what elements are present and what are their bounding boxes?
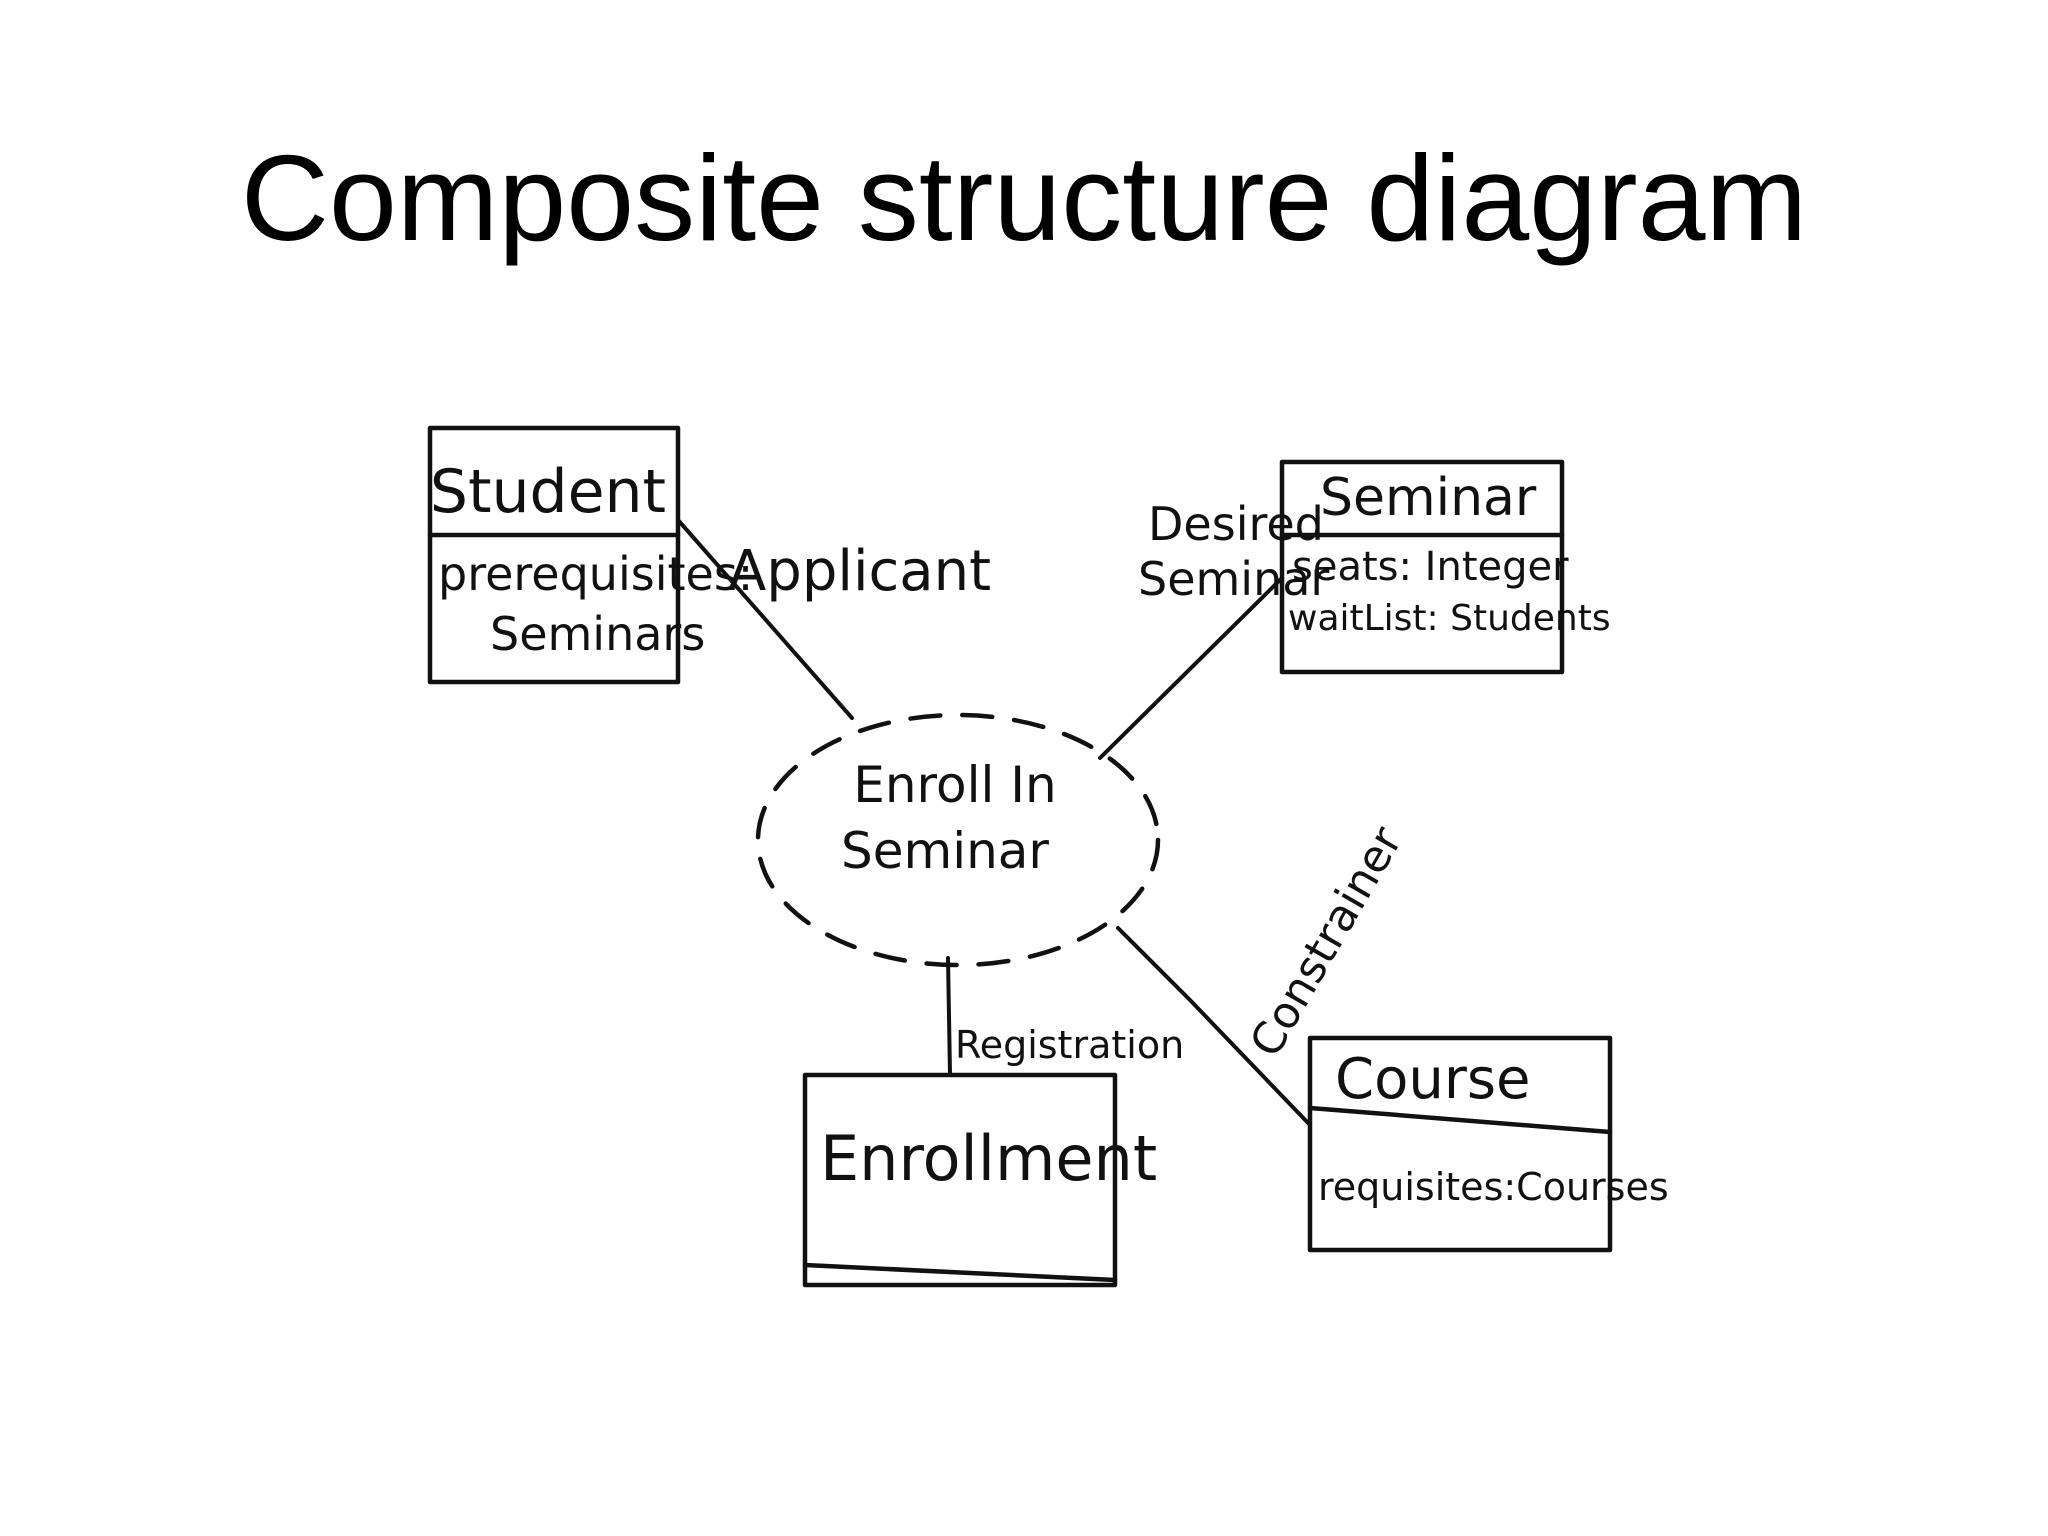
class-seminar-attr-line1: seats: Integer (1292, 544, 1569, 590)
collaboration-label-line2: Seminar (841, 822, 1049, 880)
collaboration-label-line1: Enroll In (853, 756, 1056, 814)
class-student-attr-line2: Seminars (490, 607, 705, 661)
role-label-registration: Registration (955, 1023, 1184, 1067)
class-enrollment-name: Enrollment (820, 1122, 1157, 1195)
class-course-name: Course (1335, 1047, 1531, 1112)
class-seminar: Seminar seats: Integer waitList: Student… (1279, 459, 1611, 675)
class-student: Student prerequisites: Seminars (427, 425, 753, 685)
connector-student-enroll (676, 518, 854, 720)
role-label-constrainer: Constrainer (1240, 817, 1413, 1065)
role-label-desired-seminar-line2: Seminar (1138, 552, 1329, 606)
class-student-box (427, 425, 681, 685)
class-course-attr-line1: requisites:Courses (1318, 1165, 1669, 1209)
connector-enrollment-enroll (946, 956, 952, 1077)
class-course-box (1307, 1035, 1613, 1253)
class-enrollment-divider (802, 1262, 1118, 1283)
role-label-desired-seminar-line1: Desired (1148, 497, 1324, 551)
class-course-divider (1307, 1105, 1613, 1135)
class-student-name: Student (430, 457, 666, 527)
connector-seminar-enroll (1098, 576, 1284, 760)
slide-title: Composite structure diagram (240, 130, 1808, 266)
class-enrollment-box (802, 1072, 1118, 1288)
class-seminar-box (1279, 459, 1565, 675)
connector-course-enroll (1116, 926, 1312, 1127)
role-label-applicant: Applicant (728, 539, 991, 604)
class-course: Course requisites:Courses (1307, 1035, 1669, 1253)
class-seminar-name: Seminar (1320, 468, 1537, 528)
class-seminar-attr-line2: waitList: Students (1288, 598, 1611, 639)
collaboration-enroll-in-seminar (755, 712, 1161, 968)
class-enrollment: Enrollment (802, 1072, 1157, 1288)
class-student-attr-line1: prerequisites: (438, 547, 753, 601)
